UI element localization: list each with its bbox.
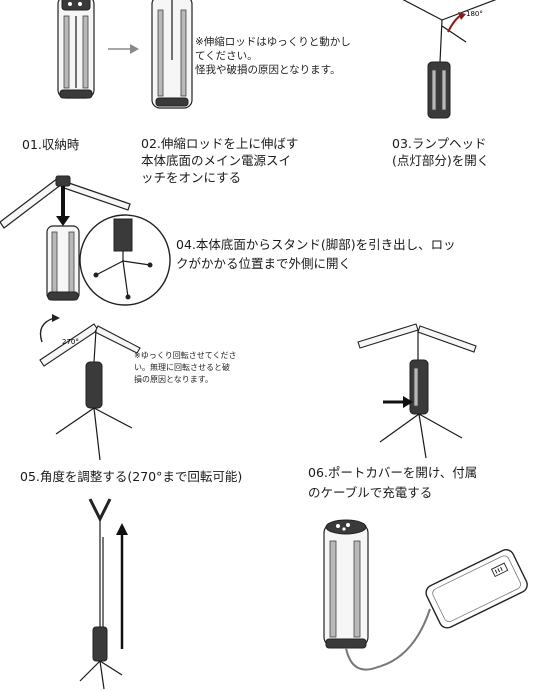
lamp-head-open-illustration: 180°	[402, 0, 497, 119]
charging-illustration	[323, 519, 528, 671]
angle-270-label: 270°	[62, 338, 79, 346]
arrow-right-icon	[383, 396, 413, 408]
port-cover-illustration	[357, 323, 477, 459]
rotate-lamp-illustration: 270°	[39, 314, 141, 461]
step-03-label: 03.ランプヘッド (点灯部分)を開く	[392, 136, 490, 168]
step-01-label: 01.収納時	[22, 137, 80, 152]
fully-extended-illustration	[79, 498, 123, 690]
step-02-label: 02.伸縮ロッドを上に伸ばす 本体底面のメイン電源スイ ッチをオンにする	[141, 136, 299, 185]
rod-extended-illustration	[151, 0, 193, 109]
lamp-with-stand-illustration	[0, 175, 131, 301]
folded-lantern-illustration	[57, 0, 95, 99]
stand-detail-circle	[79, 214, 171, 306]
angle-180-label: 180°	[466, 10, 483, 18]
rotate-caution-note: ※ゆっくり回転させてくださ い。無理に回転させると破 損の原因となります。	[134, 351, 237, 384]
arrow-right-icon	[108, 44, 139, 54]
step-06-label: 06.ポートカバーを開け、付属 のケーブルで充電する	[308, 465, 478, 500]
step-04-label: 04.本体底面からスタンド(脚部)を引き出し、ロッ クがかかる位置まで外側に開く	[176, 237, 456, 271]
rod-caution-note: ※伸縮ロッドはゆっくりと動かし てください。 怪我や破損の原因となります。	[195, 36, 351, 76]
step-05-label: 05.角度を調整する(270°まで回転可能)	[20, 469, 243, 484]
arrow-up-icon	[116, 523, 128, 649]
